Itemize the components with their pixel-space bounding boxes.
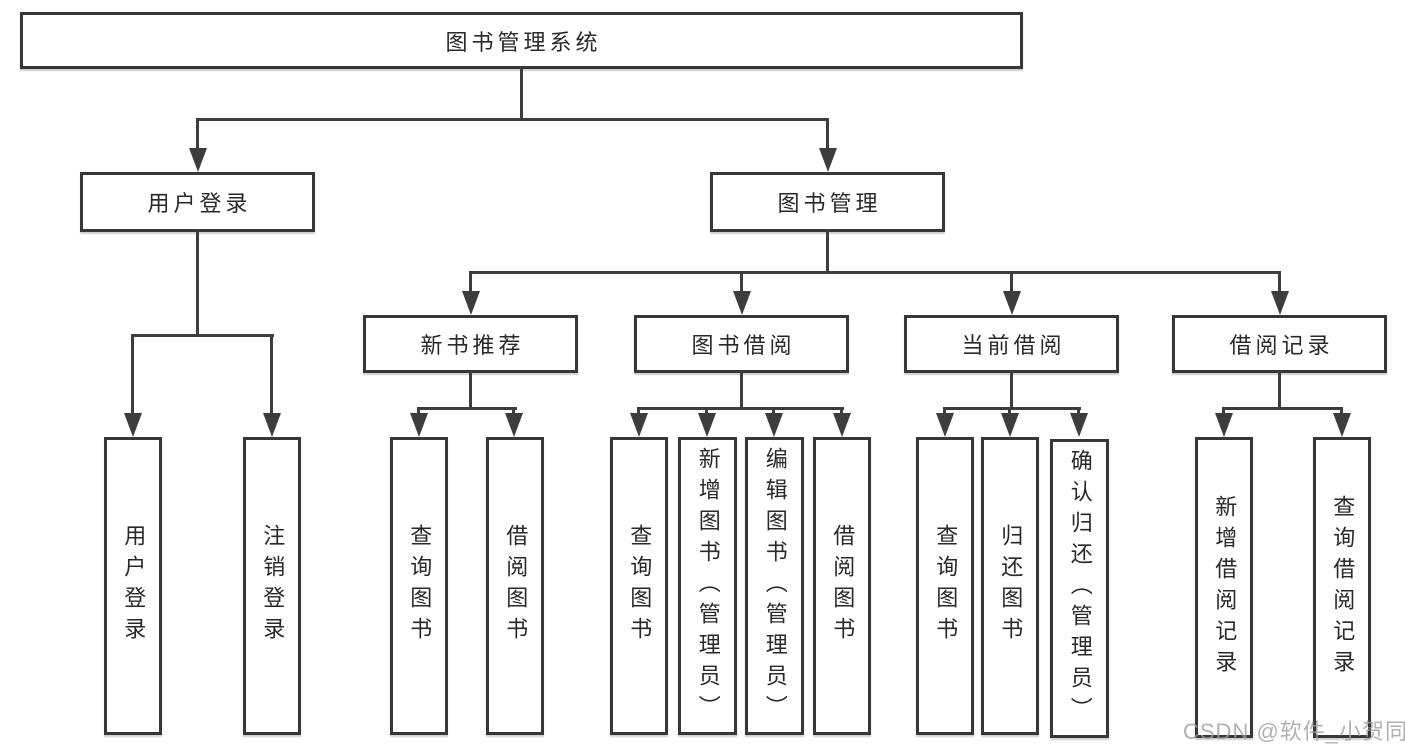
leaf-label: 用户登录: [121, 524, 147, 648]
node-label: 当前借阅: [961, 333, 1066, 358]
arrowhead-down-icon: [124, 413, 142, 437]
node-label: 用户登录: [147, 191, 252, 216]
connector-drop: [417, 407, 420, 415]
connector-drop: [512, 407, 515, 415]
leaf-add-book-admin: 新增图书（管理员）: [678, 437, 737, 735]
connector-drop: [826, 118, 829, 150]
leaf-query-books-borrowing: 查询图书: [610, 437, 668, 735]
arrowhead-down-icon: [462, 291, 480, 315]
connector-recommend-bus: [417, 407, 517, 410]
node-label: 借阅记录: [1229, 333, 1334, 358]
connector-drop: [196, 118, 199, 150]
connector-borrowing-stem: [740, 371, 743, 410]
arrowhead-down-icon: [263, 413, 281, 437]
connector-drop: [1278, 271, 1281, 293]
node-book-borrowing: 图书借阅: [634, 315, 849, 373]
connector-drop: [1008, 407, 1011, 415]
leaf-label: 借阅图书: [830, 524, 856, 648]
node-label: 新书推荐: [420, 333, 525, 358]
leaf-logout: 注销登录: [243, 437, 301, 735]
arrowhead-down-icon: [819, 148, 837, 172]
arrowhead-down-icon: [936, 413, 954, 437]
leaf-borrow-books-recommend: 借阅图书: [486, 437, 544, 735]
connector-recommend-stem: [469, 371, 472, 410]
connector-drop: [131, 334, 134, 413]
node-current-borrowing: 当前借阅: [904, 315, 1119, 373]
arrowhead-down-icon: [189, 148, 207, 172]
arrowhead-down-icon: [1215, 413, 1233, 437]
connector-root-bus: [196, 118, 829, 121]
leaf-label: 新增借阅记录: [1212, 494, 1238, 681]
connector-book-mgmt-bus: [469, 271, 1281, 274]
node-book-management: 图书管理: [710, 172, 945, 232]
leaf-label: 归还图书: [998, 524, 1024, 648]
leaf-add-borrow-record: 新增借阅记录: [1195, 437, 1253, 738]
node-label: 图书管理系统: [445, 29, 602, 55]
connector-book-mgmt-stem: [826, 230, 829, 273]
connector-drop: [1077, 407, 1080, 415]
arrowhead-down-icon: [505, 413, 523, 437]
leaf-label: 注销登录: [260, 524, 286, 648]
arrowhead-down-icon: [1333, 413, 1351, 437]
arrowhead-down-icon: [833, 413, 851, 437]
connector-drop: [1222, 407, 1225, 415]
connector-user-login-stem: [196, 230, 199, 336]
node-label: 图书管理: [777, 191, 882, 216]
arrowhead-down-icon: [630, 413, 648, 437]
node-user-login: 用户登录: [80, 172, 315, 232]
arrowhead-down-icon: [1070, 413, 1088, 437]
connector-records-stem: [1278, 371, 1281, 410]
node-label: 图书借阅: [691, 333, 796, 358]
node-new-book-recommend: 新书推荐: [363, 315, 578, 373]
node-root-library-system: 图书管理系统: [20, 12, 1023, 69]
connector-root-stem: [520, 66, 523, 120]
connector-drop: [637, 407, 640, 415]
leaf-label: 查询借阅记录: [1330, 494, 1356, 681]
leaf-return-book: 归还图书: [981, 437, 1039, 735]
leaf-label: 查询图书: [627, 524, 653, 648]
leaf-confirm-return-admin: 确认归还（管理员）: [1050, 439, 1109, 738]
leaf-edit-book-admin: 编辑图书（管理员）: [745, 437, 804, 735]
leaf-query-books-current: 查询图书: [916, 437, 974, 735]
arrowhead-down-icon: [1001, 413, 1019, 437]
leaf-query-borrow-record: 查询借阅记录: [1313, 437, 1371, 738]
connector-borrowing-bus: [637, 407, 844, 410]
connector-drop: [772, 407, 775, 415]
connector-drop: [469, 271, 472, 293]
arrowhead-down-icon: [733, 291, 751, 315]
connector-drop: [270, 334, 273, 413]
leaf-borrow-books-borrowing: 借阅图书: [813, 437, 871, 735]
leaf-label: 确认归还（管理员）: [1067, 449, 1093, 728]
connector-records-bus: [1222, 407, 1343, 410]
connector-current-bus: [943, 407, 1081, 410]
connector-user-login-bus: [131, 334, 274, 337]
arrowhead-down-icon: [765, 413, 783, 437]
leaf-label: 查询图书: [933, 524, 959, 648]
connector-drop: [1010, 271, 1013, 293]
leaf-label: 查询图书: [407, 524, 433, 648]
arrowhead-down-icon: [1271, 291, 1289, 315]
leaf-user-login: 用户登录: [104, 437, 162, 735]
connector-drop: [705, 407, 708, 415]
arrowhead-down-icon: [410, 413, 428, 437]
leaf-label: 借阅图书: [503, 524, 529, 648]
connector-current-stem: [1010, 371, 1013, 410]
connector-drop: [943, 407, 946, 415]
node-borrowing-records: 借阅记录: [1172, 315, 1387, 373]
leaf-label: 编辑图书（管理员）: [762, 446, 788, 726]
arrowhead-down-icon: [1003, 291, 1021, 315]
leaf-label: 新增图书（管理员）: [695, 446, 721, 726]
connector-drop: [740, 271, 743, 293]
csdn-watermark: CSDN @软件_小贺同学: [1183, 719, 1405, 744]
leaf-query-books-recommend: 查询图书: [390, 437, 448, 735]
arrowhead-down-icon: [698, 413, 716, 437]
connector-drop: [840, 407, 843, 415]
connector-drop: [1340, 407, 1343, 415]
